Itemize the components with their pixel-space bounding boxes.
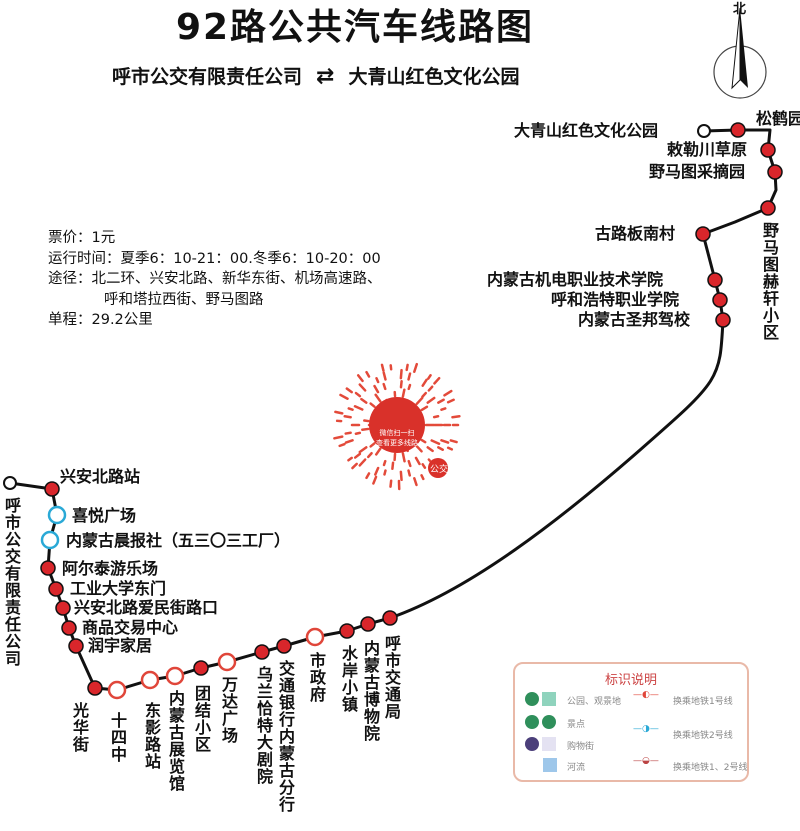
terminal-marker — [3, 476, 17, 490]
metro-transfer-icon — [40, 530, 60, 550]
via-line2: 呼和塔拉西街、野马图路 — [104, 291, 264, 308]
stop-marker — [767, 164, 783, 180]
stop-label: 大青山红色文化公园 — [514, 121, 659, 140]
stop-marker — [695, 226, 711, 242]
route-endpoints: 呼市公交有限责任公司 ⇄ 大青山红色文化公园 — [112, 62, 519, 89]
stop-marker — [61, 620, 77, 636]
stop-label: 野马图采摘园 — [649, 162, 746, 181]
metro12-icon: —◒— — [633, 756, 659, 766]
stop-label: 商品交易中心 — [82, 618, 179, 637]
legend-item: 购物街 — [567, 742, 595, 752]
stop-marker — [55, 600, 71, 616]
terminal-marker — [697, 124, 711, 138]
stop-marker — [760, 200, 776, 216]
metro1-icon: —◐— — [633, 690, 659, 700]
stop-marker — [48, 581, 64, 597]
stop-label: 润宇家居 — [88, 636, 153, 655]
stop-marker — [707, 272, 723, 288]
stop-marker — [254, 644, 270, 660]
stop-label: 内蒙古机电职业技术学院 — [487, 270, 664, 289]
stop-label: 交通银行内蒙古分行 — [276, 660, 295, 813]
stop-label: 野马图赫轩小区 — [760, 222, 779, 341]
stop-label: 呼市交通局 — [382, 635, 401, 720]
stop-marker — [730, 122, 746, 138]
route-to: 大青山红色文化公园 — [348, 66, 520, 88]
route-info: 票价：1元 运行时间：夏季6：10-21：00.冬季6：10-20：00 途径：… — [48, 228, 382, 331]
stop-label: 喜悦广场 — [72, 506, 137, 525]
legend-metro: 换乘地铁1、2号线 — [673, 763, 748, 773]
stop-label: 内蒙古博物院 — [361, 640, 380, 742]
stop-marker — [760, 142, 776, 158]
stop-label: 工业大学东门 — [70, 579, 167, 598]
legend-metro: 换乘地铁2号线 — [673, 731, 733, 741]
stop-label: 东影路站 — [142, 702, 161, 770]
metro-transfer-icon — [165, 666, 185, 686]
stop-marker — [40, 560, 56, 576]
legend: 标识说明 公园、观景地 景点 购物街 河流 —◐— 换乘地铁1号线 —◑— 换乘… — [513, 662, 749, 782]
stop-label: 光华街 — [70, 702, 89, 753]
stop-marker — [360, 616, 376, 632]
stop-label: 敕勒川草原 — [667, 140, 748, 159]
metro-transfer-icon — [217, 652, 237, 672]
stop-marker — [382, 610, 398, 626]
stop-label: 内蒙古展览馆 — [166, 690, 185, 792]
compass-icon — [713, 7, 767, 99]
stop-label: 呼市公交有限责任公司 — [2, 497, 21, 667]
metro-transfer-icon — [107, 680, 127, 700]
stop-marker — [68, 638, 84, 654]
via-line1: 途径：北二环、兴安北路、新华东街、机场高速路、 — [48, 271, 382, 287]
stop-label: 团结小区 — [192, 685, 211, 753]
stop-label: 十四中 — [108, 712, 127, 763]
hours: 运行时间：夏季6：10-21：00.冬季6：10-20：00 — [48, 250, 381, 267]
stop-label: 水岸小镇 — [339, 645, 358, 713]
stop-label: 古路板南村 — [595, 224, 676, 243]
qr-badge: 公交 — [430, 465, 449, 475]
route-from: 呼市公交有限责任公司 — [112, 66, 303, 88]
metro-transfer-icon — [140, 670, 160, 690]
stop-marker — [276, 638, 292, 654]
fare: 票价：1元 — [48, 230, 116, 246]
stop-label: 松鹤园 — [756, 109, 800, 128]
legend-item: 河流 — [567, 763, 586, 773]
river-icon — [543, 758, 557, 775]
stop-label: 呼和浩特职业学院 — [551, 290, 680, 309]
stop-label: 万达广场 — [219, 676, 238, 744]
stop-label: 阿尔泰游乐场 — [62, 559, 159, 578]
stop-marker — [87, 680, 103, 696]
stop-marker — [715, 312, 731, 328]
page-title: 92路公共汽车线路图 — [175, 7, 535, 48]
metro2-icon: —◑— — [633, 724, 659, 734]
stop-marker — [44, 481, 60, 497]
metro-transfer-icon — [305, 627, 325, 647]
legend-item: 公园、观景地 — [567, 697, 622, 707]
qr-caption: 微信扫一扫 查看更多线路 — [372, 428, 422, 448]
distance: 单程：29.2公里 — [48, 312, 153, 328]
stop-label: 内蒙古圣邦驾校 — [578, 310, 691, 329]
two-way-arrow-icon: ⇄ — [316, 64, 335, 89]
legend-title: 标识说明 — [604, 673, 657, 688]
qr-code-icon — [333, 362, 461, 491]
park-icon — [525, 692, 556, 709]
qr-caption-2: 查看更多线路 — [376, 439, 418, 447]
qr-caption-1: 微信扫一扫 — [379, 429, 415, 437]
stop-marker — [193, 660, 209, 676]
metro-transfer-icon — [47, 505, 67, 525]
stop-label: 兴安北路站 — [60, 467, 141, 486]
shopping-icon — [525, 737, 556, 754]
legend-metro: 换乘地铁1号线 — [673, 697, 733, 707]
scenic-icon — [525, 715, 556, 732]
stop-marker — [712, 292, 728, 308]
stop-marker — [339, 623, 355, 639]
stop-label: 市政府 — [307, 652, 326, 703]
compass-north-label: 北 — [733, 2, 747, 17]
stop-label: 内蒙古晨报社（五三〇三工厂） — [66, 531, 291, 550]
stop-label: 兴安北路爱民街路口 — [74, 598, 219, 617]
legend-item: 景点 — [567, 720, 586, 730]
stop-label: 乌兰恰特大剧院 — [254, 666, 273, 785]
